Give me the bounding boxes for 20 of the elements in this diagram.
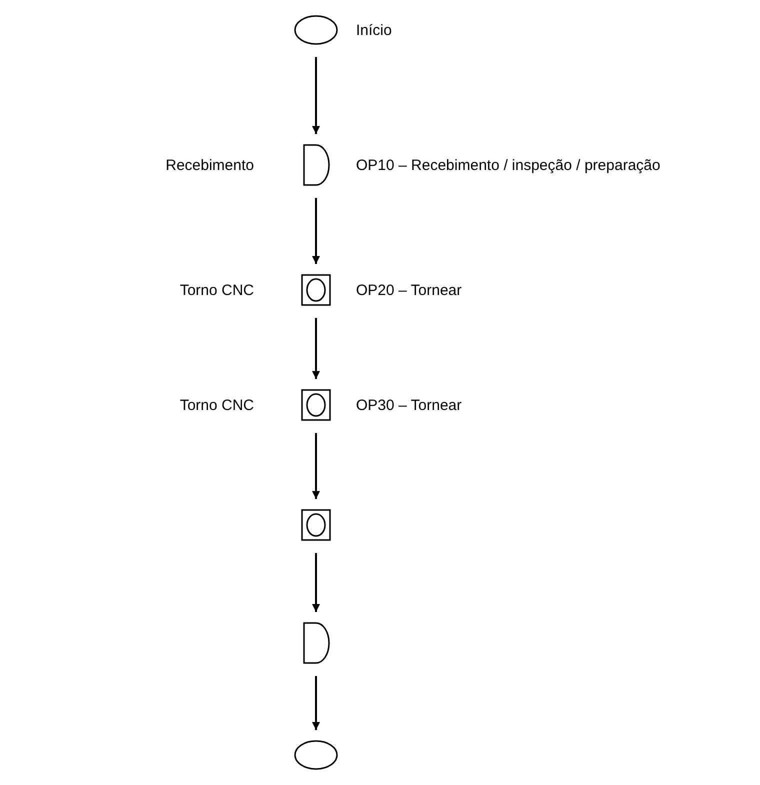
delay-symbol	[301, 622, 331, 664]
operation-symbol	[301, 389, 331, 421]
step-label: Início	[356, 21, 392, 41]
arrow	[312, 433, 320, 499]
terminal-ellipse	[294, 15, 338, 45]
arrow	[312, 676, 320, 730]
delay-symbol	[301, 144, 331, 186]
step-label: OP10 – Recebimento / inspeção / preparação	[356, 156, 660, 176]
operation-symbol	[301, 274, 331, 306]
step-label: OP20 – Tornear	[356, 281, 462, 301]
operation-symbol	[301, 509, 331, 541]
arrow	[312, 57, 320, 134]
arrow	[312, 318, 320, 379]
resource-label: Torno CNC	[180, 281, 254, 301]
step-label: OP30 – Tornear	[356, 396, 462, 416]
resource-label: Recebimento	[166, 156, 254, 176]
resource-label: Torno CNC	[180, 396, 254, 416]
terminal-ellipse	[294, 740, 338, 770]
arrow	[312, 553, 320, 612]
arrow	[312, 198, 320, 264]
